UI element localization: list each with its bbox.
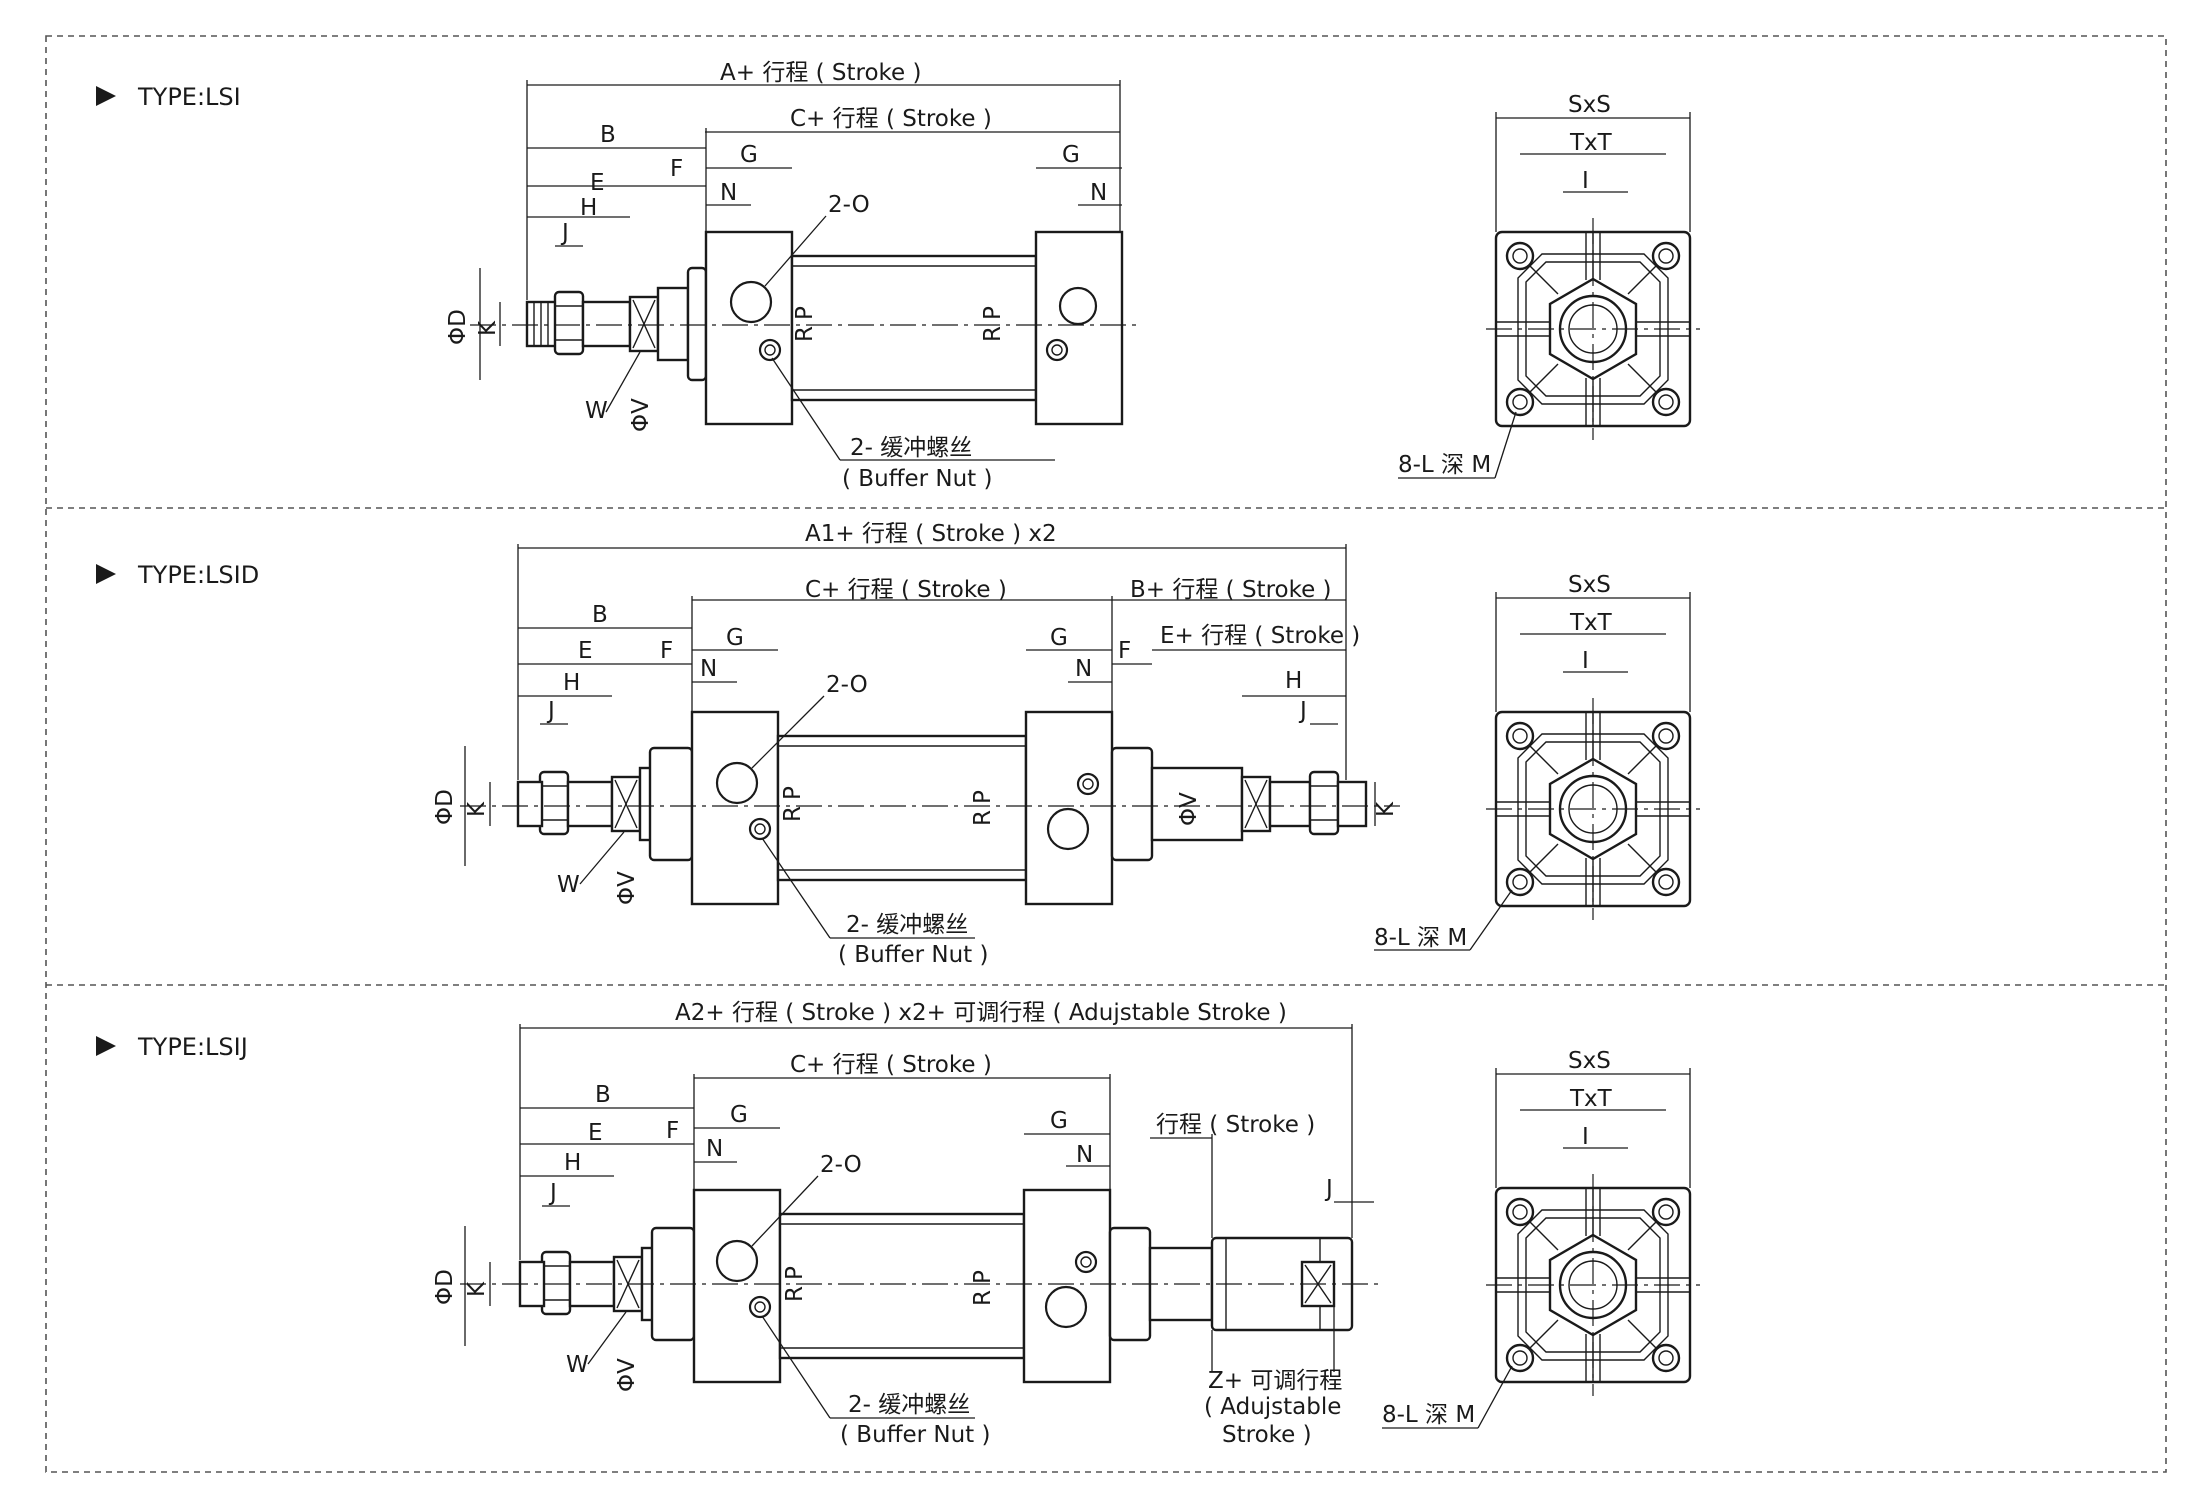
dim-h-label: H xyxy=(580,195,597,221)
buffer-cn-label: 2- 缓冲螺丝 xyxy=(850,435,972,461)
dim-h2-label-2: H xyxy=(1285,668,1302,694)
dim-bs-label: B+ 行程 ( Stroke ) xyxy=(1130,577,1332,603)
dim-stroke-label-3: 行程 ( Stroke ) xyxy=(1156,1112,1315,1138)
dim-e-label-2: E xyxy=(578,638,593,664)
dim-z1-label: Z+ 可调行程 xyxy=(1208,1368,1342,1394)
dim-v-label: ΦV xyxy=(628,398,654,432)
dim-h-label-3: H xyxy=(564,1150,581,1176)
dim-a1-label: A1+ 行程 ( Stroke ) x2 xyxy=(805,521,1057,547)
dim-j2-label-3: J xyxy=(1324,1176,1333,1202)
dim-c-label-2: C+ 行程 ( Stroke ) xyxy=(805,577,1007,603)
dim-rp2-label: RP xyxy=(980,306,1006,342)
dim-w-label: W xyxy=(585,398,608,424)
dim-f-label: F xyxy=(670,156,683,182)
dim-g-label: G xyxy=(740,142,758,168)
dim-i-label-3: I xyxy=(1582,1124,1589,1150)
dim-n2-label-3: N xyxy=(1076,1142,1093,1168)
dim-c-label: C+ 行程 ( Stroke ) xyxy=(790,106,992,132)
type-label-lsid: TYPE:LSID xyxy=(137,561,259,589)
dim-g2-label-3: G xyxy=(1050,1108,1068,1134)
dim-j-label-3: J xyxy=(548,1180,557,1206)
dim-es-label: E+ 行程 ( Stroke ) xyxy=(1160,623,1360,649)
dim-d-label-3: ΦD xyxy=(432,1269,458,1305)
dim-k-label: K xyxy=(475,320,501,336)
dim-i-label: I xyxy=(1582,168,1589,194)
dim-t-label-3: TxT xyxy=(1569,1086,1613,1112)
dim-j-label: J xyxy=(560,220,569,246)
dim-k-label-3: K xyxy=(464,1281,490,1297)
dim-f2-label-2: F xyxy=(1118,638,1131,664)
dim-a2-label: A2+ 行程 ( Stroke ) x2+ 可调行程 ( Adujstable … xyxy=(675,1000,1287,1026)
dim-w-label-3: W xyxy=(566,1352,589,1378)
dim-e-label-3: E xyxy=(588,1120,603,1146)
type-label-lsij: TYPE:LSIJ xyxy=(137,1033,248,1061)
dim-k-label-2: K xyxy=(464,801,490,817)
dim-s-label-3: SxS xyxy=(1568,1048,1611,1074)
dim-n-label-3: N xyxy=(706,1136,723,1162)
dim-b-label-3: B xyxy=(595,1082,611,1108)
dim-l-label-3: 8-L 深 M xyxy=(1382,1402,1475,1428)
dim-rp-label-3: RP xyxy=(782,1266,808,1302)
type-label-lsi: TYPE:LSI xyxy=(137,83,241,111)
dim-f-label-3: F xyxy=(666,1118,679,1144)
dim-v2-label-2: ΦV xyxy=(1176,792,1202,826)
dim-i-label-2: I xyxy=(1582,648,1589,674)
dim-b-label: B xyxy=(600,122,616,148)
dim-j-label-2: J xyxy=(546,698,555,724)
dim-rp-label-2: RP xyxy=(780,786,806,822)
dim-w-label-2: W xyxy=(557,872,580,898)
section-lsi: TYPE:LSI A+ 行程 ( Stroke ) C+ 行程 ( Stroke… xyxy=(96,60,1702,492)
dim-o-label: 2-O xyxy=(828,192,870,218)
buffer-cn-label-3: 2- 缓冲螺丝 xyxy=(848,1392,970,1418)
dim-d-label-2: ΦD xyxy=(432,789,458,825)
frame xyxy=(45,35,2167,1473)
dim-rp2-label-3: RP xyxy=(970,1270,996,1306)
dim-a-label: A+ 行程 ( Stroke ) xyxy=(720,60,922,86)
dim-v-label-3: ΦV xyxy=(614,1358,640,1392)
dim-c-label-3: C+ 行程 ( Stroke ) xyxy=(790,1052,992,1078)
dim-t-label: TxT xyxy=(1569,130,1613,156)
dim-n2-label: N xyxy=(1090,180,1107,206)
dim-f-label-2: F xyxy=(660,638,673,664)
dim-k2-label-2: K xyxy=(1373,801,1399,817)
dim-g2-label: G xyxy=(1062,142,1080,168)
dim-l-label: 8-L 深 M xyxy=(1398,452,1491,478)
dim-n-label-2: N xyxy=(700,656,717,682)
dim-j2-label-2: J xyxy=(1298,698,1307,724)
dim-g-label-2: G xyxy=(726,625,744,651)
dim-l-label-2: 8-L 深 M xyxy=(1374,925,1467,951)
dim-g2-label-2: G xyxy=(1050,625,1068,651)
dim-n2-label-2: N xyxy=(1075,656,1092,682)
dim-z2-label: ( Adujstable xyxy=(1204,1394,1341,1420)
dim-rp2-label-2: RP xyxy=(970,790,996,826)
section-lsij: TYPE:LSIJ A2+ 行程 ( Stroke ) x2+ 可调行程 ( A… xyxy=(96,1000,1702,1448)
buffer-cn-label-2: 2- 缓冲螺丝 xyxy=(846,912,968,938)
dim-g-label-3: G xyxy=(730,1102,748,1128)
buffer-en-label-3: ( Buffer Nut ) xyxy=(840,1422,991,1448)
dim-h-label-2: H xyxy=(563,670,580,696)
buffer-en-label: ( Buffer Nut ) xyxy=(842,466,993,492)
dim-d-label: ΦD xyxy=(445,309,471,345)
dim-s-label: SxS xyxy=(1568,92,1611,118)
dim-s-label-2: SxS xyxy=(1568,572,1611,598)
dim-b-label-2: B xyxy=(592,602,608,628)
dim-e-label: E xyxy=(590,170,605,196)
dim-z3-label: Stroke ) xyxy=(1222,1422,1312,1448)
buffer-en-label-2: ( Buffer Nut ) xyxy=(838,942,989,968)
section-lsid: TYPE:LSID A1+ 行程 ( Stroke ) x2 C+ 行程 ( S xyxy=(96,521,1702,968)
dim-rp-label: RP xyxy=(792,306,818,342)
dim-o-label-3: 2-O xyxy=(820,1152,862,1178)
dim-n-label: N xyxy=(720,180,737,206)
dim-v-label-2: ΦV xyxy=(614,871,640,905)
dim-t-label-2: TxT xyxy=(1569,610,1613,636)
dim-o-label-2: 2-O xyxy=(826,672,868,698)
